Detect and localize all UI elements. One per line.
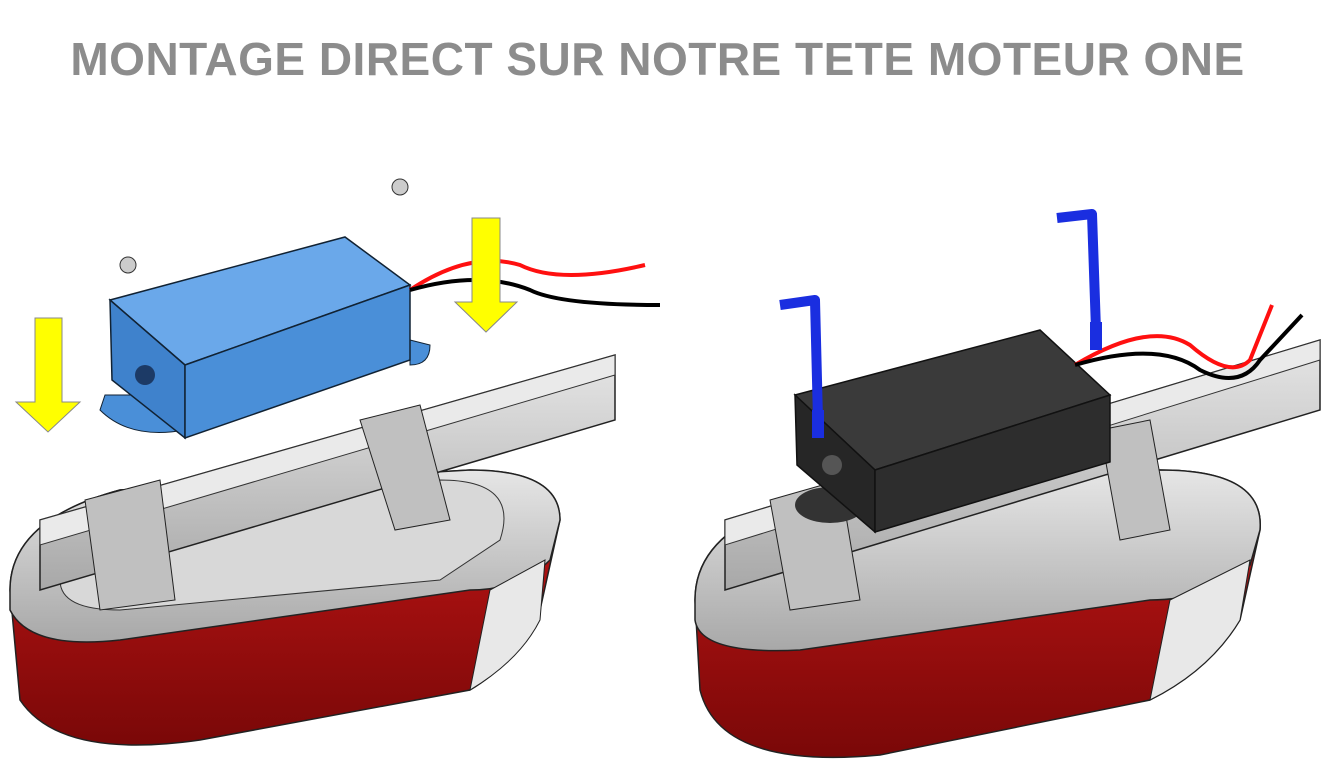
wires xyxy=(1073,304,1304,380)
rail xyxy=(39,354,616,611)
connector-icon xyxy=(779,295,824,438)
wires xyxy=(408,258,661,307)
page-title: MONTAGE DIRECT SUR NOTRE TETE MOTEUR ONE xyxy=(70,33,1245,85)
blue-box xyxy=(99,236,431,440)
down-arrow-icon xyxy=(453,217,519,333)
down-arrow-icon xyxy=(14,317,82,433)
after-mounting-illustration xyxy=(694,209,1321,759)
nut-icon xyxy=(119,178,409,274)
before-mounting-illustration xyxy=(9,178,661,746)
connector-icon xyxy=(1056,209,1102,350)
